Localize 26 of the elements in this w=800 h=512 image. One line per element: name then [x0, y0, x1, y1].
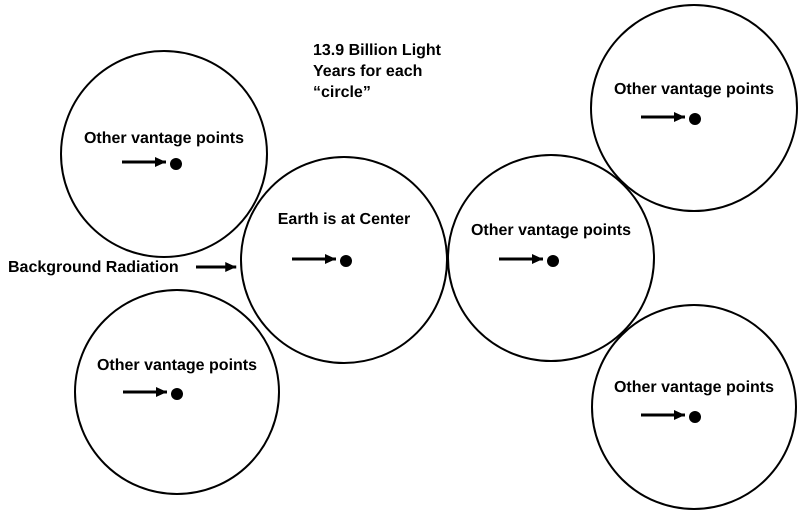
dot: [547, 255, 559, 267]
circle-label: Other vantage points: [470, 221, 632, 241]
circle-label: Other vantage points: [96, 356, 258, 376]
arrow: [292, 254, 336, 264]
dot: [340, 255, 352, 267]
dot: [689, 411, 701, 423]
arrow: [123, 387, 167, 397]
dot: [689, 113, 701, 125]
circle-label: Earth is at Center: [276, 210, 412, 230]
arrow: [122, 157, 166, 167]
dot: [170, 158, 182, 170]
circle-outline: [591, 304, 797, 510]
arrow: [499, 254, 543, 264]
dot: [171, 388, 183, 400]
circle-label: Other vantage points: [612, 378, 776, 398]
circle-outline: [60, 50, 268, 258]
arrow: [641, 112, 685, 122]
arrow: [641, 410, 685, 420]
scale-note: 13.9 Billion Light Years for each “circle”: [313, 41, 442, 103]
circle-outline: [590, 4, 798, 212]
arrow: [196, 262, 236, 272]
circle-outline: [447, 154, 655, 362]
circle-outline: [74, 289, 280, 495]
circle-label: Other vantage points: [612, 80, 776, 100]
circle-label: Other vantage points: [82, 129, 246, 149]
text-label: Background Radiation: [8, 258, 179, 278]
